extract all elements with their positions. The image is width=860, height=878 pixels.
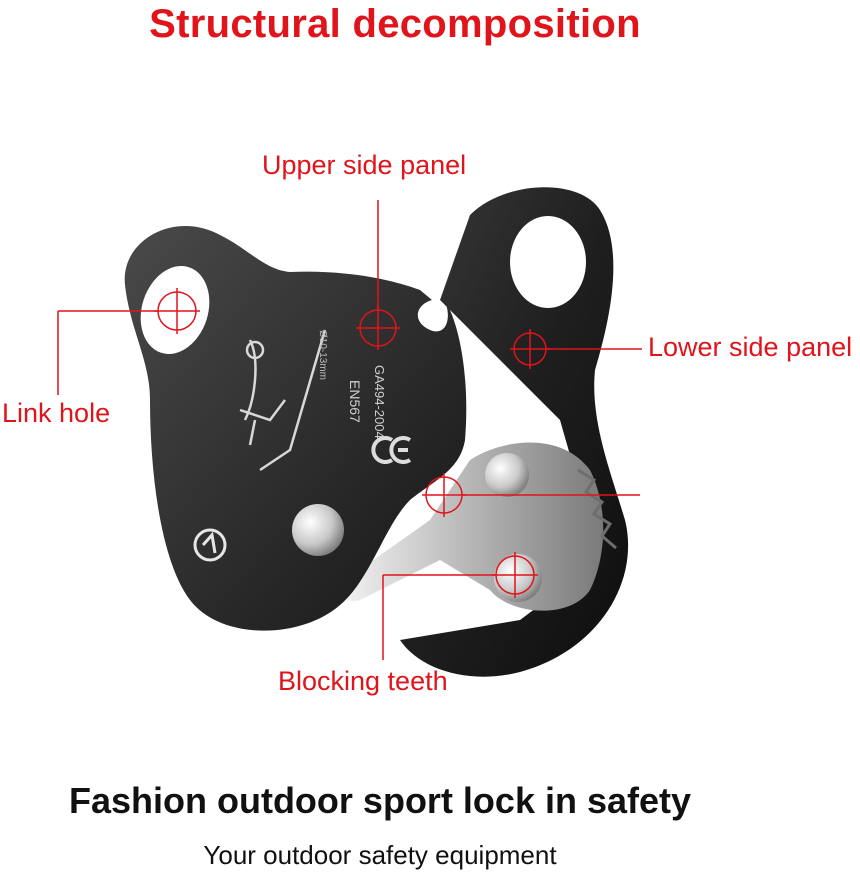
lower-panel-hole: [510, 216, 586, 308]
engraved-standard: EN567: [347, 380, 363, 423]
engraved-code: GA494-2004: [372, 365, 387, 439]
climber-engraving-icon: [239, 329, 327, 472]
cam-rivet-upper: [485, 453, 529, 497]
lower-side-panel-label: Lower side panel: [648, 332, 853, 362]
blocking-teeth-label: Blocking teeth: [278, 666, 448, 696]
upper-side-panel-label: Upper side panel: [262, 150, 467, 180]
cam-rivet-lower: [494, 554, 542, 602]
page-title: Structural decomposition: [149, 2, 641, 46]
lower-side-panel: [400, 187, 629, 677]
blocking-teeth: [577, 468, 617, 550]
engraved-rope-range: Ø10-13mm: [317, 330, 328, 380]
front-rivet: [292, 504, 344, 556]
tagline: Fashion outdoor sport lock in safety: [68, 780, 692, 821]
brand-logo-icon: [193, 528, 227, 562]
subtagline: Your outdoor safety equipment: [203, 840, 557, 870]
upper-panel-hole: [140, 266, 210, 354]
ce-mark-icon: [371, 436, 412, 464]
link-hole-label: Link hole: [2, 398, 111, 428]
